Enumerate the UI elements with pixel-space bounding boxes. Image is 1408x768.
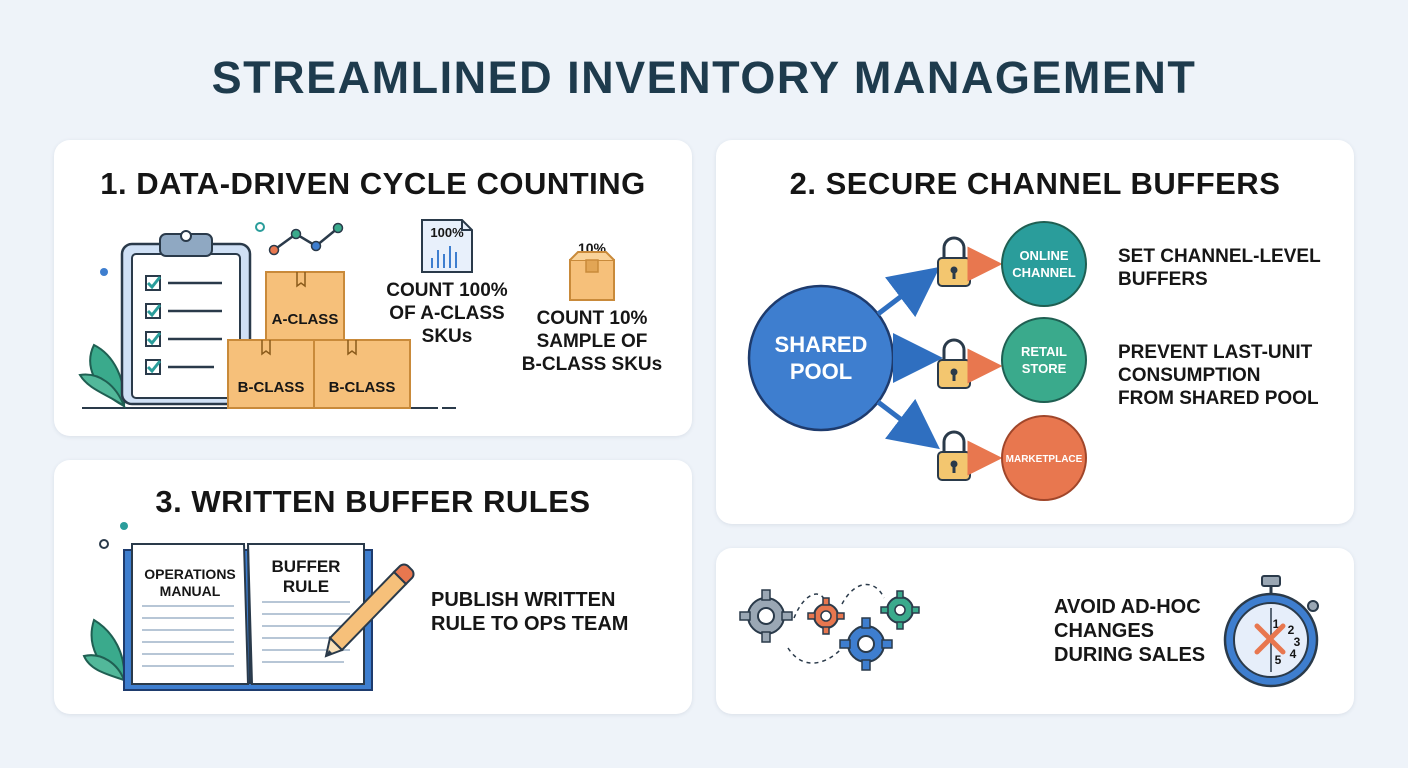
box-a-label: A-CLASS bbox=[272, 311, 339, 328]
decor-dot bbox=[255, 222, 265, 232]
clock-digit: 4 bbox=[1290, 647, 1297, 661]
buffer-rules-card: 3. WRITTEN BUFFER RULES OPERATIONS MANU bbox=[54, 460, 692, 714]
clock-digit: 5 bbox=[1275, 653, 1282, 667]
line-chart-icon bbox=[268, 222, 344, 256]
book-left-label-1: OPERATIONS bbox=[144, 566, 236, 582]
document-chart-icon: 100% bbox=[421, 219, 473, 273]
gear-icon bbox=[739, 589, 793, 643]
padlock-icon bbox=[937, 338, 971, 389]
clipboard-checklist-icon bbox=[120, 230, 252, 406]
channel-buffers-card: 2. SECURE CHANNEL BUFFERS SHARED POOL bbox=[716, 140, 1354, 524]
box-b-class-1: B-CLASS bbox=[227, 339, 315, 409]
retail-store-label-2: STORE bbox=[1022, 361, 1067, 376]
padlock-icon bbox=[937, 430, 971, 481]
gear-connector bbox=[787, 639, 849, 664]
leaf-icon bbox=[78, 343, 127, 409]
count-b-text: COUNT 10% SAMPLE OF B-CLASS SKUs bbox=[521, 308, 663, 375]
decor-dot bbox=[120, 522, 128, 530]
decor-dot bbox=[99, 539, 109, 549]
pencil-icon bbox=[324, 563, 415, 658]
buffer-rules-title: 3. WRITTEN BUFFER RULES bbox=[155, 484, 591, 519]
online-channel-label-1: ONLINE bbox=[1019, 248, 1068, 263]
online-channel-label-2: CHANNEL bbox=[1012, 265, 1076, 280]
book-right-label-2: RULE bbox=[283, 577, 329, 596]
channel-buffers-title: 2. SECURE CHANNEL BUFFERS bbox=[789, 166, 1281, 201]
marketplace-circle bbox=[1001, 415, 1087, 501]
clock-digit: 1 bbox=[1273, 617, 1280, 631]
padlock-icon bbox=[937, 236, 971, 287]
count-a-text: COUNT 100% OF A-CLASS SKUs bbox=[386, 280, 508, 347]
shared-pool-label-2: POOL bbox=[790, 359, 852, 384]
cycle-counting-illustration: A-CLASS B-CLASS B-CLASS 100% 10% bbox=[78, 219, 615, 409]
retail-store-label-1: RETAIL bbox=[1021, 344, 1067, 359]
avoid-changes-card: 1 2 3 4 5 AVOID AD-HOC CHANGES DURING SA… bbox=[716, 548, 1354, 714]
stopwatch-icon: 1 2 3 4 5 bbox=[1223, 575, 1319, 688]
gear-icon bbox=[880, 590, 920, 630]
channel-buffer-note: SET CHANNEL-LEVEL BUFFERS bbox=[1118, 246, 1321, 290]
clock-digit: 2 bbox=[1288, 623, 1295, 637]
cycle-counting-title: 1. DATA-DRIVEN CYCLE COUNTING bbox=[100, 166, 646, 201]
buffer-rules-illustration: OPERATIONS MANUAL BUFFER RULE bbox=[82, 522, 415, 691]
arrow-to-marketplace bbox=[876, 398, 940, 450]
box-b2-label: B-CLASS bbox=[329, 379, 396, 396]
box-b1-label: B-CLASS bbox=[238, 379, 305, 396]
leaf-icon bbox=[82, 618, 126, 682]
gear-icon bbox=[839, 617, 893, 671]
retail-store-circle bbox=[1001, 317, 1087, 403]
publish-rule-note: PUBLISH WRITTEN RULE TO OPS TEAM bbox=[431, 589, 629, 635]
prevent-consumption-note: PREVENT LAST-UNIT CONSUMPTION FROM SHARE… bbox=[1118, 342, 1319, 409]
book-icon: OPERATIONS MANUAL BUFFER RULE bbox=[123, 543, 373, 691]
arrow-to-online bbox=[876, 266, 940, 318]
box-b-class-2: B-CLASS bbox=[313, 339, 411, 409]
gear-icon bbox=[807, 597, 845, 635]
decor-dot bbox=[100, 268, 108, 276]
clock-digit: 3 bbox=[1294, 635, 1301, 649]
cycle-counting-card: 1. DATA-DRIVEN CYCLE COUNTING bbox=[54, 140, 692, 436]
channel-buffers-diagram: SHARED POOL ONLINE CHANNEL R bbox=[747, 221, 1087, 501]
marketplace-label: MARKETPLACE bbox=[1006, 454, 1083, 465]
online-channel-circle bbox=[1001, 221, 1087, 307]
avoid-changes-illustration: 1 2 3 4 5 bbox=[739, 575, 1319, 688]
doc-percent: 100% bbox=[430, 225, 464, 240]
shared-pool-label-1: SHARED bbox=[775, 332, 868, 357]
avoid-changes-note: AVOID AD-HOC CHANGES DURING SALES bbox=[1054, 596, 1206, 666]
page-title: STREAMLINED INVENTORY MANAGEMENT bbox=[211, 52, 1197, 103]
shared-pool-circle bbox=[747, 284, 895, 432]
book-left-label-2: MANUAL bbox=[160, 583, 221, 599]
box-a-class: A-CLASS bbox=[265, 271, 345, 341]
gear-connector bbox=[841, 583, 885, 605]
book-right-label-1: BUFFER bbox=[272, 557, 341, 576]
box-icon bbox=[569, 251, 615, 301]
cross-icon bbox=[1254, 623, 1286, 655]
